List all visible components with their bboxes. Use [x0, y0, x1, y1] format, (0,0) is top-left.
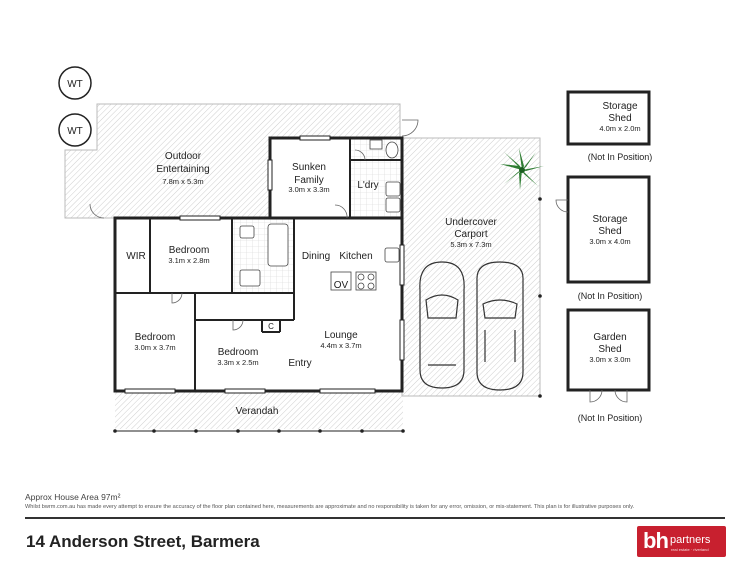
- house-area: Approx House Area 97m²: [25, 492, 121, 502]
- windows: [124, 135, 405, 394]
- logo-text: partners: [670, 534, 711, 546]
- room-size: 7.8m x 5.3m: [162, 177, 203, 186]
- room-name: Verandah: [236, 406, 279, 417]
- appliance-label: OV: [334, 280, 349, 291]
- carport-posts: [538, 197, 542, 398]
- shed-name: Shed: [598, 344, 621, 355]
- room-size: 3.1m x 2.8m: [168, 256, 209, 265]
- shed-door-swings: [555, 199, 628, 403]
- shed-size: 4.0m x 2.0m: [599, 124, 640, 133]
- shed-note: (Not In Position): [578, 291, 643, 301]
- water-tank-label: WT: [67, 79, 83, 90]
- room-name: Lounge: [324, 330, 358, 341]
- shed-size: 3.0m x 4.0m: [589, 237, 630, 246]
- room-name: WIR: [126, 251, 145, 262]
- room-name: Outdoor: [165, 151, 202, 162]
- room-size: 3.0m x 3.7m: [134, 343, 175, 352]
- divider: [25, 517, 725, 519]
- room-name: Entertaining: [156, 164, 209, 175]
- shed-name: Shed: [598, 226, 621, 237]
- room-name: Kitchen: [339, 251, 372, 262]
- floor-plan: WT WT Outdoor Entertaining 7.8m x 5.3m S…: [58, 66, 653, 433]
- car-icon: [419, 261, 465, 389]
- palm-plant-icon: [500, 148, 544, 190]
- car-icon: [476, 261, 524, 391]
- room-name: Dining: [302, 251, 330, 262]
- room-size: 5.3m x 7.3m: [450, 240, 491, 249]
- shed-name: Storage: [592, 214, 627, 225]
- room-name: Bedroom: [135, 332, 176, 343]
- interior-walls: [115, 138, 402, 391]
- room-size: 4.4m x 3.7m: [320, 341, 361, 350]
- room-name: Bedroom: [169, 245, 210, 256]
- bath-fixtures: [239, 223, 289, 287]
- garden-shed: [566, 308, 651, 392]
- room-name: Undercover: [445, 217, 497, 228]
- room-name: Family: [294, 175, 323, 186]
- water-tank-label: WT: [67, 126, 83, 137]
- room-name: Sunken: [292, 162, 326, 173]
- room-name: Entry: [288, 358, 311, 369]
- shed-name: Storage: [602, 101, 637, 112]
- shed-size: 3.0m x 3.0m: [589, 355, 630, 364]
- verandah-area: [115, 391, 403, 429]
- room-size: 3.0m x 3.3m: [288, 185, 329, 194]
- kitchen-fixtures: [330, 247, 400, 291]
- logo-mark: bh: [643, 528, 669, 553]
- room-name: Carport: [454, 229, 488, 240]
- disclaimer: Whilst bwrm.com.au has made every attemp…: [25, 504, 635, 510]
- agency-logo: bh partners real estate · riverland: [637, 526, 726, 557]
- shed-name: Shed: [608, 113, 631, 124]
- verandah-posts: [113, 429, 405, 433]
- logo-tagline: real estate · riverland: [671, 547, 709, 552]
- water-tank-icon: [58, 66, 92, 100]
- shed-note: (Not In Position): [578, 413, 643, 423]
- water-tank-icon: [58, 113, 92, 147]
- room-name: L'dry: [357, 180, 378, 191]
- storage-shed-2: [566, 175, 651, 284]
- carport-area: [401, 137, 541, 397]
- room-size: 3.3m x 2.5m: [217, 358, 258, 367]
- shed-note: (Not In Position): [588, 152, 653, 162]
- room-name: Bedroom: [218, 347, 259, 358]
- shed-name: Garden: [593, 332, 626, 343]
- laundry-fixtures: [369, 139, 401, 213]
- door-swings: [89, 119, 419, 331]
- storage-shed-1: [566, 90, 651, 146]
- property-address: 14 Anderson Street, Barmera: [26, 532, 260, 551]
- room-name: C: [268, 322, 274, 331]
